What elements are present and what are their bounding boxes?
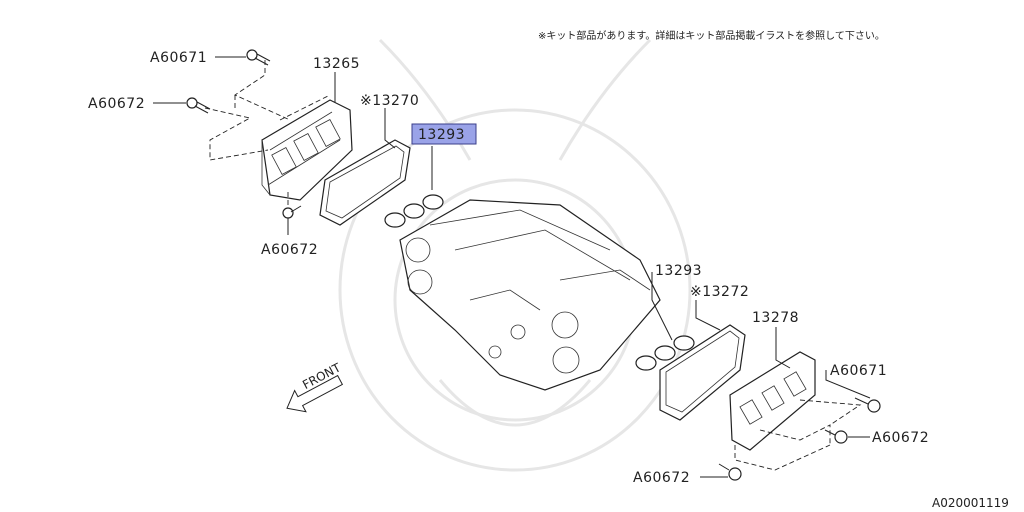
bolt-icon-left xyxy=(186,97,211,114)
engine-cylinder-head xyxy=(399,199,661,391)
label-13293-top[interactable]: 13293 xyxy=(418,127,465,143)
front-arrow-icon: FRONT xyxy=(286,360,344,413)
bolt-icon-right-bottom xyxy=(718,463,742,481)
leader-lines xyxy=(153,56,871,478)
bolt-icon-right-top xyxy=(854,397,881,413)
gasket-13270-part[interactable] xyxy=(319,139,411,226)
highlight-box xyxy=(411,123,477,145)
label-13270[interactable]: ※13270 xyxy=(360,93,419,109)
label-13272[interactable]: ※13272 xyxy=(690,284,749,300)
label-13293-highlighted[interactable]: 13293 xyxy=(411,123,477,145)
gasket-13272-part[interactable] xyxy=(659,324,746,421)
label-13293-right[interactable]: 13293 xyxy=(655,263,702,279)
label-a60672-bottom[interactable]: A60672 xyxy=(633,470,690,486)
guide-lines-right xyxy=(734,399,862,471)
label-13278[interactable]: 13278 xyxy=(752,310,799,326)
bolt-icon-bottom-left xyxy=(282,205,302,219)
guide-lines-left xyxy=(204,60,331,205)
kit-note: ※キット部品があります。詳細はキット部品掲載イラストを参照して下さい。 xyxy=(538,29,885,42)
seal-rings-right xyxy=(635,335,695,371)
bolt-icon-top xyxy=(246,49,271,66)
rocker-cover-right[interactable] xyxy=(729,351,816,451)
label-a60672-right[interactable]: A60672 xyxy=(872,430,929,446)
seal-rings-top xyxy=(384,194,444,228)
rocker-cover-left[interactable] xyxy=(261,99,353,201)
bolt-icon-right-mid xyxy=(824,429,848,444)
label-a60671-top[interactable]: A60671 xyxy=(150,50,207,66)
diagram-code: A020001119 xyxy=(932,496,1009,510)
label-a60672-bottom-left[interactable]: A60672 xyxy=(261,242,318,258)
label-13265[interactable]: 13265 xyxy=(313,56,360,72)
label-a60672-left[interactable]: A60672 xyxy=(88,96,145,112)
label-a60671-right[interactable]: A60671 xyxy=(830,363,887,379)
